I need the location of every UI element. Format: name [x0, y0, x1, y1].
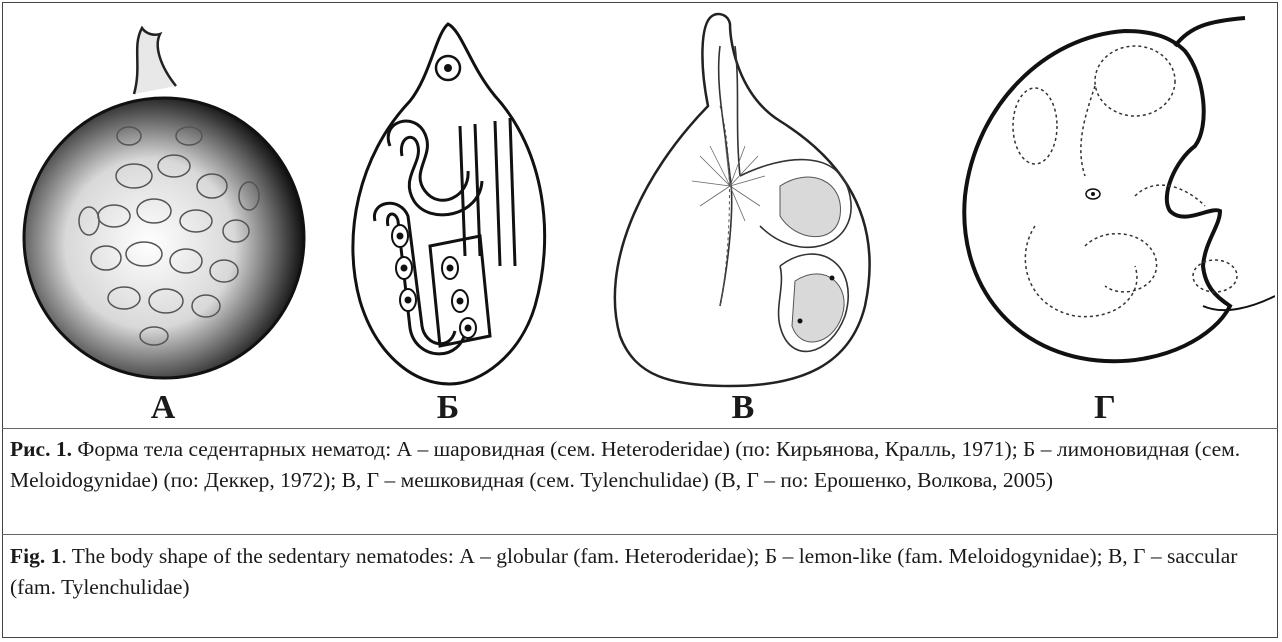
- lemon-nematode-drawing: [330, 6, 570, 391]
- panel-a-illustration: [14, 6, 314, 391]
- caption-divider-middle: [2, 534, 1278, 535]
- figure-illustrations: А Б: [0, 0, 1282, 425]
- panel-c-label: В: [713, 388, 773, 428]
- caption-divider-top: [2, 428, 1278, 429]
- panel-b-label: Б: [418, 388, 478, 428]
- saccular-nematode-drawing-d: [945, 6, 1275, 391]
- caption-russian-text: Форма тела седентарных нематод: А – шаро…: [10, 437, 1240, 492]
- globular-nematode-drawing: [14, 6, 314, 391]
- caption-russian: Рис. 1. Форма тела седентарных нематод: …: [10, 434, 1276, 496]
- panel-d-label: Г: [1075, 388, 1135, 428]
- caption-english: Fig. 1. The body shape of the sedentary …: [10, 541, 1276, 603]
- saccular-nematode-drawing-c: [580, 6, 880, 391]
- panel-c-illustration: [580, 6, 880, 391]
- panel-a-label: А: [133, 388, 193, 428]
- caption-english-text: . The body shape of the sedentary nemato…: [10, 544, 1237, 599]
- panel-d-illustration: [945, 6, 1275, 391]
- caption-english-label: Fig. 1: [10, 544, 61, 568]
- panel-b-illustration: [330, 6, 570, 391]
- caption-russian-label: Рис. 1.: [10, 437, 72, 461]
